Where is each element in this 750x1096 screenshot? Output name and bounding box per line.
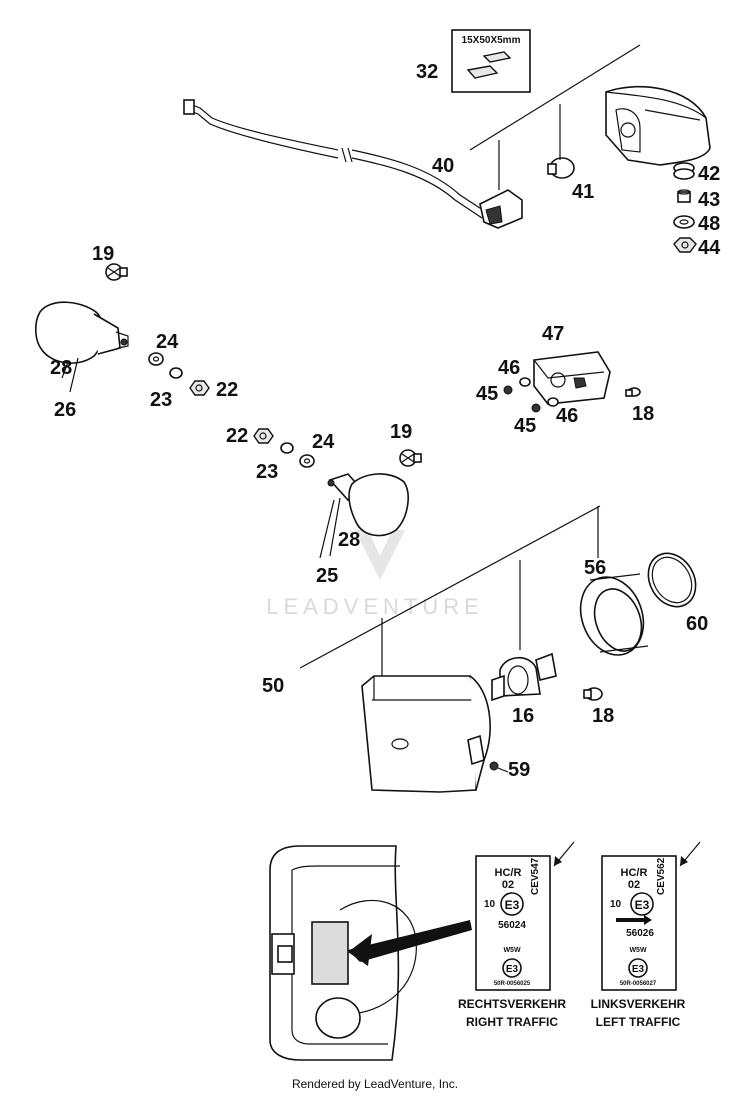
right-label-caption-en: RIGHT TRAFFIC (466, 1015, 558, 1029)
callout-47: 47 (542, 323, 564, 345)
callout-24-b: 24 (312, 431, 335, 453)
pad-kit[interactable]: 15X50X5mm (451, 29, 531, 93)
nut-left[interactable] (189, 380, 210, 396)
callout-60: 60 (686, 613, 708, 635)
callout-28-b: 28 (338, 529, 360, 551)
callout-46-b: 46 (556, 405, 578, 427)
left-label-e3-small: E3 (632, 964, 645, 975)
nut-45-a[interactable] (503, 385, 513, 395)
right-label-e3: E3 (505, 898, 520, 912)
tail-light-housing[interactable] (605, 85, 711, 166)
tail-light-wiring[interactable] (183, 99, 487, 219)
callout-40: 40 (432, 155, 454, 177)
pad-box-label: 15X50X5mm (462, 35, 521, 46)
left-label-w5w: W5W (629, 947, 647, 954)
callout-56: 56 (584, 557, 606, 579)
parking-bulb[interactable] (583, 687, 603, 701)
callout-25: 25 (316, 565, 338, 587)
indicator-bulb[interactable] (105, 263, 128, 281)
indicator-bulb-right[interactable] (399, 449, 422, 467)
right-label-approval: 56024 (498, 920, 526, 931)
license-plate-light[interactable] (533, 351, 611, 405)
left-label-caption-de: LINKSVERKEHR (591, 997, 686, 1011)
washer[interactable] (673, 215, 695, 229)
nut-46-a[interactable] (519, 377, 531, 387)
callout-22-b: 22 (226, 425, 248, 447)
callout-28-a: 28 (50, 357, 72, 379)
callout-26: 26 (54, 399, 76, 421)
callout-23-a: 23 (150, 389, 172, 411)
washer-left[interactable] (148, 352, 164, 366)
right-label-e3-small: E3 (506, 964, 519, 975)
callout-42: 42 (698, 163, 720, 185)
watermark-text: LEADVENTURE (266, 594, 484, 619)
turn-signal-front-right[interactable] (327, 473, 409, 537)
headlight-label-location-inset (269, 845, 472, 1061)
right-label-code: CEV547 (530, 857, 541, 895)
headlight-seal-ring[interactable] (639, 545, 705, 615)
callout-59: 59 (508, 759, 530, 781)
callout-18-a: 18 (632, 403, 654, 425)
callout-19-a: 19 (92, 243, 114, 265)
right-label-num: 02 (502, 879, 514, 891)
grommet[interactable] (673, 162, 695, 180)
spacer[interactable] (677, 189, 691, 203)
watermark: LEADVENTURE (266, 530, 484, 619)
right-label-w5w: W5W (503, 947, 521, 954)
callout-labels: 32 40 41 42 43 48 44 19 24 28 23 22 26 4… (50, 61, 721, 781)
left-label-num: 02 (628, 879, 640, 891)
right-traffic-label: CEV547 HC/R 02 10 E3 56024 W5W E3 50R-00… (458, 841, 575, 1029)
headlight-screw[interactable] (489, 761, 509, 773)
headlight-bulb[interactable] (491, 652, 557, 702)
left-label-approval: 56026 (626, 928, 654, 939)
left-label-caption-en: LEFT TRAFFIC (596, 1015, 681, 1029)
callout-48: 48 (698, 213, 720, 235)
callout-45-a: 45 (476, 383, 498, 405)
callout-45-b: 45 (514, 415, 536, 437)
callout-43: 43 (698, 189, 720, 211)
nut[interactable] (673, 237, 697, 253)
right-label-serial: 50R-0056025 (494, 981, 531, 987)
callout-24-a: 24 (156, 331, 179, 353)
plate-bulb[interactable] (625, 387, 641, 397)
left-label-serial: 50R-0056027 (620, 981, 657, 987)
callout-32: 32 (416, 61, 438, 83)
left-traffic-label: CEV562 HC/R 02 10 E3 56026 W5W E3 50R-00… (591, 841, 701, 1029)
callout-18-b: 18 (592, 705, 614, 727)
callout-16: 16 (512, 705, 534, 727)
left-label-ten: 10 (610, 899, 622, 910)
callout-50: 50 (262, 675, 284, 697)
right-label-caption-de: RECHTSVERKEHR (458, 997, 566, 1011)
washer-right[interactable] (299, 454, 315, 468)
left-label-e3: E3 (635, 898, 650, 912)
callout-23-b: 23 (256, 461, 278, 483)
left-label-hcr: HC/R (621, 867, 648, 879)
tail-bulb[interactable] (547, 157, 575, 179)
callout-44: 44 (698, 237, 721, 259)
left-label-code: CEV562 (656, 857, 667, 895)
right-label-ten: 10 (484, 899, 496, 910)
headlight-bezel[interactable] (570, 568, 654, 664)
right-label-hcr: HC/R (495, 867, 522, 879)
nut-45-b[interactable] (531, 403, 541, 413)
headlight-unit[interactable] (361, 675, 491, 793)
bulb-socket[interactable] (479, 189, 523, 229)
lock-washer-right[interactable] (280, 442, 294, 454)
callout-46-a: 46 (498, 357, 520, 379)
callout-41: 41 (572, 181, 594, 203)
turn-signal-front-left[interactable] (34, 301, 129, 364)
callout-22-a: 22 (216, 379, 238, 401)
nut-46-b[interactable] (547, 397, 559, 407)
callout-19-b: 19 (390, 421, 412, 443)
nut-right[interactable] (253, 428, 274, 444)
lock-washer-left[interactable] (169, 367, 183, 379)
footer-credit: Rendered by LeadVenture, Inc. (292, 1077, 458, 1091)
